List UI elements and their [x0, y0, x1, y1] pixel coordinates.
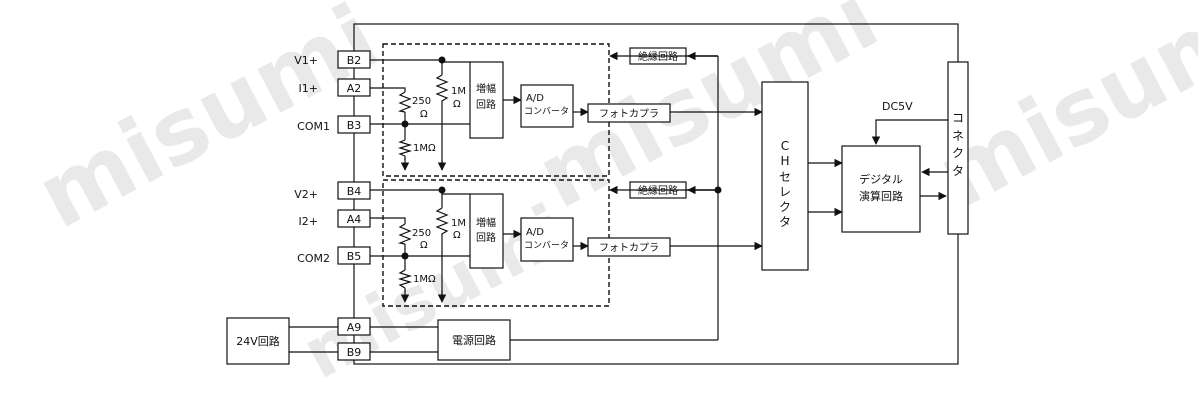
digital-label-1: デジタル [859, 172, 903, 186]
terminal-a4-label: A4 [347, 213, 362, 226]
adc-label-1: A/D [526, 227, 544, 238]
power-wires [289, 326, 718, 353]
ch-selector-char: ク [779, 200, 791, 214]
photocoupler-label: フォトカプラ [599, 242, 659, 254]
adc-label-2: コンバータ [524, 240, 569, 251]
junction-dot [438, 56, 446, 64]
resistor-1m-v-ch1 [435, 74, 449, 105]
resistor-250-ch2 [397, 223, 412, 245]
digital-arithmetic-block [841, 145, 921, 233]
resistor-ohm-label: Ω [453, 230, 461, 241]
resistor-1m-label: 1M [451, 86, 466, 97]
input-com2-label: COM2 [297, 252, 330, 265]
terminal-a4[interactable]: A4 [337, 209, 371, 228]
resistor-1m-v-ch2 [435, 207, 449, 238]
photocoupler-ch2 [587, 237, 671, 257]
resistor-ohm-label: Ω [420, 240, 428, 251]
resistor-ohm-label: Ω [453, 99, 461, 110]
ch-selector-char: H [780, 154, 789, 168]
connector-char: コ [952, 111, 964, 125]
amp-label-2: 回路 [476, 98, 496, 111]
terminal-a9-label: A9 [347, 321, 362, 334]
terminal-b5[interactable]: B5 [337, 246, 371, 265]
connector-char: ネ [952, 129, 964, 143]
amp-label-1: 増幅 [476, 216, 496, 229]
terminal-b2[interactable]: B2 [337, 50, 371, 69]
resistor-1m-label: 1M [451, 218, 466, 229]
digital-label-2: 演算回路 [859, 189, 903, 203]
amp-block-ch2 [469, 193, 504, 269]
resistor-1mohm-label: 1MΩ [413, 143, 436, 154]
terminal-b3-label: B3 [347, 119, 362, 132]
connector-char: ク [952, 146, 964, 160]
connector-char: タ [952, 164, 964, 178]
resistor-1m-com-ch1 [397, 139, 413, 157]
terminal-a2-label: A2 [347, 82, 362, 95]
adc-block-ch2 [520, 217, 574, 262]
v24-label: 24V回路 [236, 335, 280, 348]
terminal-b9-label: B9 [347, 346, 362, 359]
terminal-b9[interactable]: B9 [337, 342, 371, 361]
power-label: 電源回路 [452, 333, 496, 347]
power-circuit-block [437, 319, 511, 361]
photocoupler-ch1 [587, 103, 671, 123]
photocoupler-label: フォトカプラ [599, 108, 659, 120]
adc-label-1: A/D [526, 93, 544, 104]
resistor-250-label: 250 [412, 96, 431, 107]
resistor-250-label: 250 [412, 228, 431, 239]
adc-block-ch1 [520, 84, 574, 128]
ch-selector-char: C [781, 139, 789, 153]
input-i2-label: I2+ [299, 215, 318, 228]
connector-block [947, 61, 969, 235]
dc5v-wire [871, 119, 948, 145]
junction-dot [714, 186, 722, 194]
amp-label-2: 回路 [476, 231, 496, 244]
terminal-b4-label: B4 [347, 185, 362, 198]
input-v1-label: V1+ [294, 54, 318, 67]
terminal-a2[interactable]: A2 [337, 78, 371, 97]
adc-label-2: コンバータ [524, 106, 569, 117]
junction-dot [438, 186, 446, 194]
terminal-b3[interactable]: B3 [337, 115, 371, 134]
resistor-250-ch1 [397, 91, 412, 113]
v24-circuit-block [226, 317, 290, 365]
amp-block-ch1 [469, 61, 504, 139]
dc5v-label: DC5V [882, 100, 913, 113]
ch-selector-char: レ [779, 185, 791, 199]
watermark-text: misumi [521, 0, 894, 229]
terminal-b5-label: B5 [347, 250, 362, 263]
terminal-a9[interactable]: A9 [337, 317, 371, 336]
input-v2-label: V2+ [294, 188, 318, 201]
terminal-b2-label: B2 [347, 54, 362, 67]
resistor-1m-com-ch2 [397, 269, 413, 289]
ch-selector-block [761, 81, 809, 271]
input-i1-label: I1+ [299, 82, 318, 95]
ch-selector-char: セ [779, 170, 791, 184]
junction-dot [401, 120, 409, 128]
input-com1-label: COM1 [297, 120, 330, 133]
junction-dot [401, 252, 409, 260]
resistor-ohm-label: Ω [420, 109, 428, 120]
amp-label-1: 増幅 [476, 82, 496, 95]
ch-selector-char: タ [779, 215, 791, 229]
resistor-1mohm-label: 1MΩ [413, 274, 436, 285]
terminal-b4[interactable]: B4 [337, 181, 371, 200]
